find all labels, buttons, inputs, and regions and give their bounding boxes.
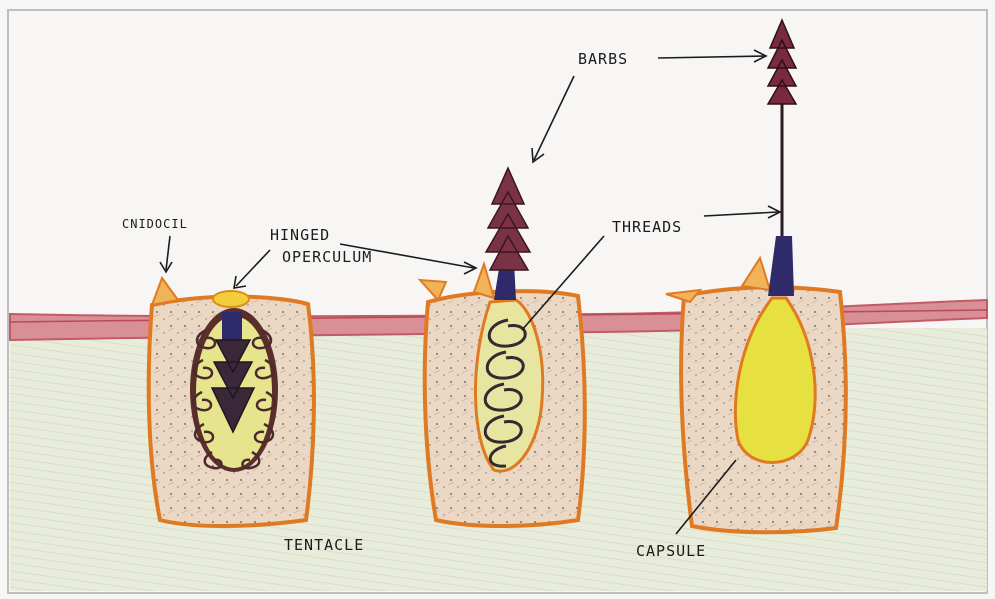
label-threads: THREADS <box>612 218 682 236</box>
label-cnidocil: CNIDOCIL <box>122 217 188 231</box>
label-hinged: HINGED <box>270 226 330 244</box>
label-barbs: BARBS <box>578 50 628 68</box>
label-operculum: OPERCULUM <box>282 248 372 266</box>
shaft-1 <box>222 312 242 344</box>
label-tentacle: TENTACLE <box>284 536 364 554</box>
operculum-1 <box>213 291 249 307</box>
cell-undischarged <box>149 278 314 526</box>
label-capsule: CAPSULE <box>636 542 706 560</box>
